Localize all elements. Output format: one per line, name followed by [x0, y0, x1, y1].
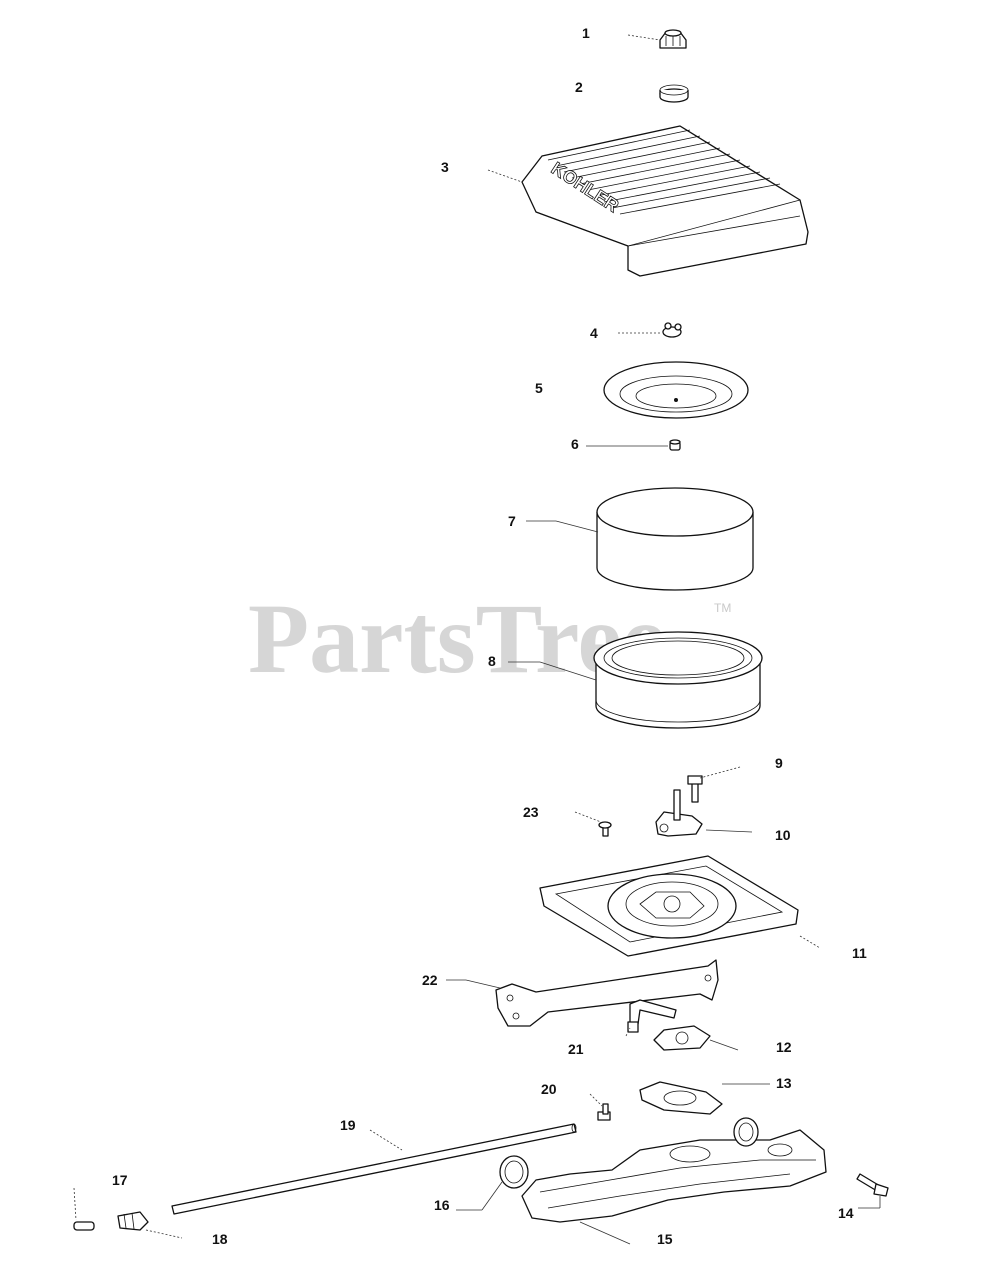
callout-20: 20: [541, 1081, 557, 1097]
callout-11: 11: [852, 945, 867, 961]
part-21-fitting[interactable]: [627, 999, 677, 1033]
callout-4: 4: [590, 325, 598, 341]
watermark-trademark: TM: [714, 601, 731, 615]
part-10-bracket[interactable]: [655, 789, 703, 837]
part-7-precleaner[interactable]: [596, 487, 754, 591]
callout-labels: 1 2 3 4 5 6 7 8 9 10 11 12 13 14 15 16 1…: [112, 25, 867, 1247]
callout-23: 23: [523, 804, 539, 820]
part-4-nut[interactable]: [662, 322, 682, 338]
part-20-fitting[interactable]: [597, 1103, 611, 1121]
part-6-grommet[interactable]: [669, 439, 681, 451]
part-17-pin[interactable]: [73, 1221, 95, 1231]
callout-1: 1: [582, 25, 590, 41]
part-11-base[interactable]: [539, 855, 799, 957]
callout-19: 19: [340, 1117, 356, 1133]
callout-3: 3: [441, 159, 449, 175]
callout-2: 2: [575, 79, 583, 95]
leader-lines: [73, 34, 881, 1245]
callout-15: 15: [657, 1231, 673, 1247]
callout-6: 6: [571, 436, 579, 452]
part-15-manifold[interactable]: [521, 1129, 827, 1223]
callout-13: 13: [776, 1075, 792, 1091]
part-8-filter[interactable]: [593, 631, 763, 729]
callout-7: 7: [508, 513, 516, 529]
part-12-gasket[interactable]: [653, 1025, 711, 1051]
callout-5: 5: [535, 380, 543, 396]
callout-9: 9: [775, 755, 783, 771]
callout-12: 12: [776, 1039, 792, 1055]
callout-18: 18: [212, 1231, 228, 1247]
part-19-rod[interactable]: [171, 1123, 577, 1215]
callout-10: 10: [775, 827, 791, 843]
callout-17: 17: [112, 1172, 128, 1188]
part-1-knob[interactable]: [659, 29, 687, 49]
part-13-gasket[interactable]: [639, 1081, 723, 1115]
part-9-bolt[interactable]: [687, 775, 703, 803]
part-3-cover[interactable]: KOHLER: [521, 125, 809, 277]
part-22-brace[interactable]: [495, 959, 719, 1027]
part-18-connector[interactable]: [117, 1211, 149, 1231]
part-2-seal[interactable]: [659, 84, 689, 103]
callout-8: 8: [488, 653, 496, 669]
callout-16: 16: [434, 1197, 450, 1213]
part-23-screw[interactable]: [598, 821, 612, 837]
part-5-plate[interactable]: [603, 361, 749, 419]
part-oring-upper[interactable]: [733, 1117, 759, 1147]
callout-14: 14: [838, 1205, 854, 1221]
callout-21: 21: [568, 1041, 584, 1057]
part-14-bolt[interactable]: [856, 1173, 889, 1197]
part-16-oring[interactable]: [499, 1155, 529, 1189]
callout-22: 22: [422, 972, 438, 988]
